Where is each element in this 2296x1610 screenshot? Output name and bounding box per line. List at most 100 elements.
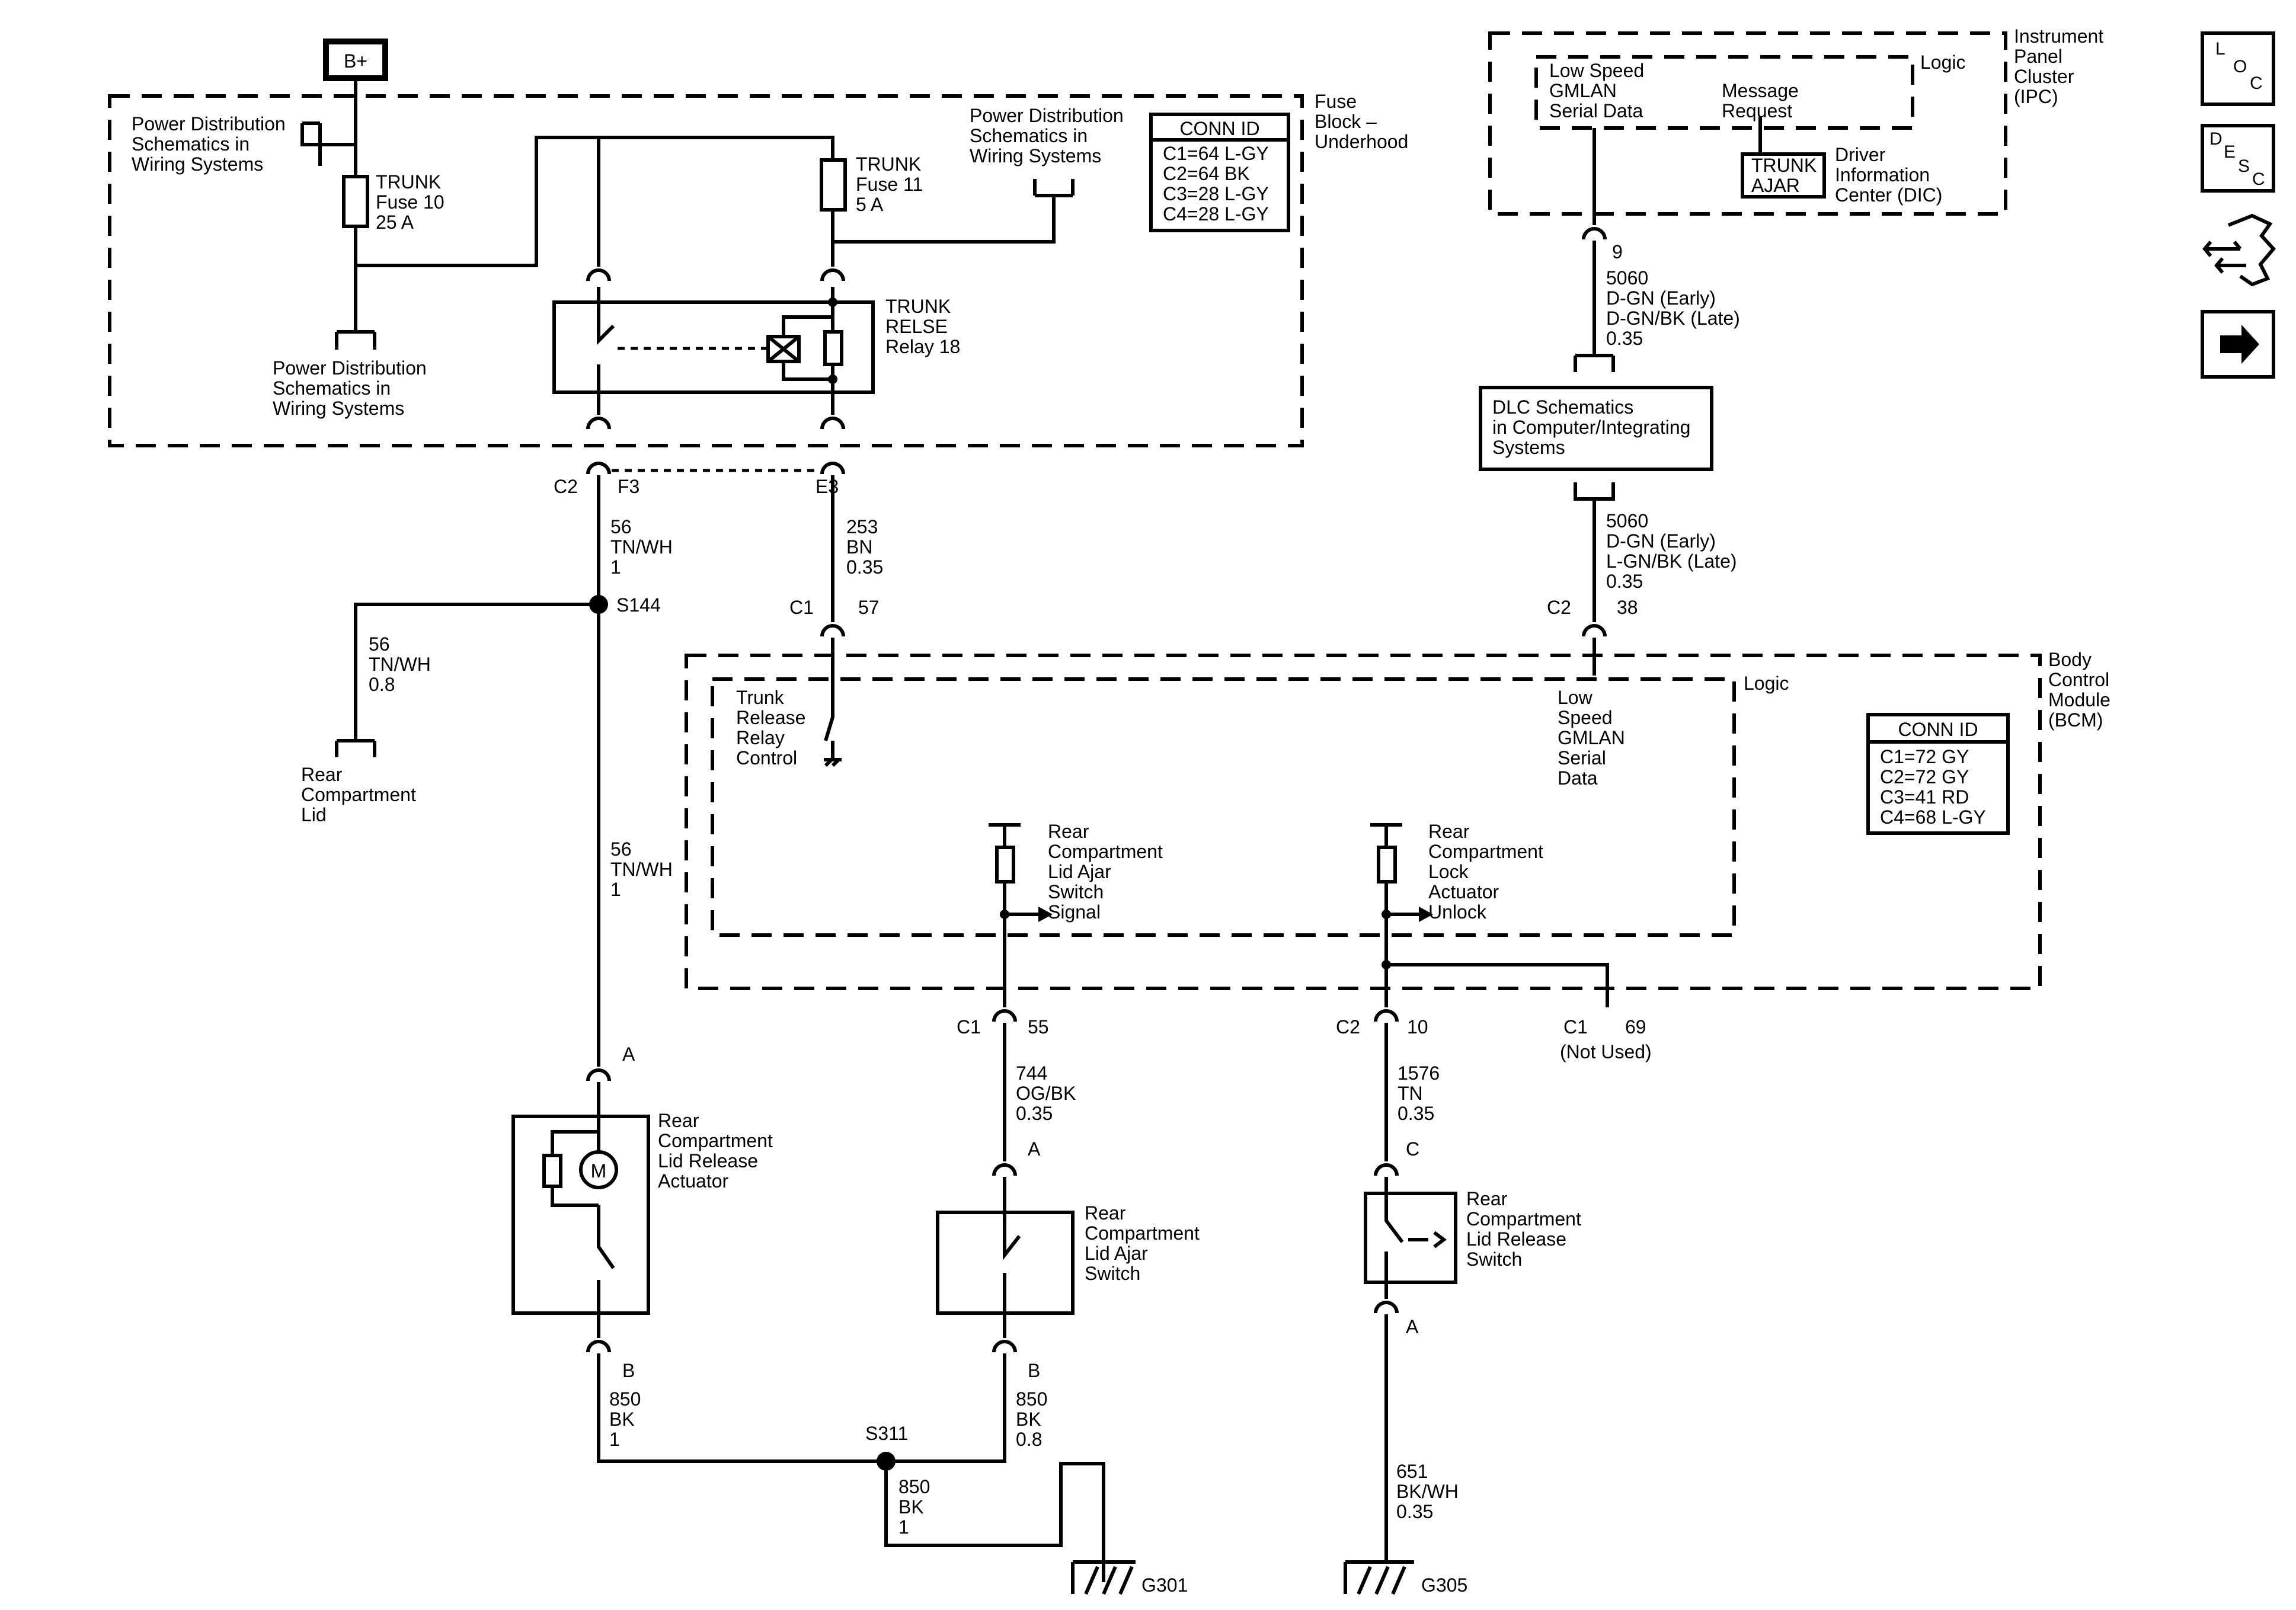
text-line: 5060: [1606, 267, 1648, 289]
svg-text:C1: C1: [1563, 1016, 1588, 1038]
text-line: Underhood: [1315, 131, 1408, 152]
text-line: Rear: [1428, 821, 1470, 842]
text-line: 0.35: [1016, 1103, 1053, 1124]
text-line: Block –: [1315, 111, 1377, 132]
text-line: Compartment: [658, 1130, 773, 1151]
text-line: DLC Schematics: [1492, 396, 1633, 418]
text-line: 744: [1016, 1062, 1047, 1084]
text-line: 5 A: [856, 194, 884, 215]
text-line: Lid Release: [658, 1150, 758, 1172]
text-line: AJAR: [1751, 175, 1800, 196]
svg-text:D: D: [2209, 129, 2223, 149]
text-line: Rear: [301, 764, 343, 785]
dlc-box: [1479, 386, 1713, 471]
text-line: Rear: [1048, 821, 1089, 842]
text-line: TN/WH: [610, 536, 673, 558]
text-line: BK: [609, 1409, 635, 1430]
text-line: Panel: [2014, 46, 2062, 67]
svg-text:A: A: [1406, 1316, 1419, 1337]
text-line: Power Distribution: [970, 105, 1124, 126]
text-line: Unlock: [1428, 901, 1487, 923]
next-arrow-icon[interactable]: [2201, 310, 2275, 379]
svg-text:E: E: [2224, 142, 2236, 162]
location-icon[interactable]: L O C: [2201, 31, 2275, 106]
text-line: in Computer/Integrating: [1492, 417, 1690, 438]
svg-text:55: 55: [1028, 1016, 1049, 1038]
connector-icon[interactable]: [2202, 213, 2276, 287]
text-line: 5060: [1606, 510, 1648, 532]
text-line: 1576: [1398, 1062, 1440, 1084]
text-line: Body: [2048, 649, 2092, 670]
text-line: Control: [2048, 669, 2109, 690]
text-line: Message: [1722, 80, 1799, 101]
fuse-11: [820, 158, 847, 212]
text-line: Compartment: [1428, 841, 1543, 862]
svg-text:B: B: [622, 1360, 635, 1381]
text-line: Rear: [658, 1110, 699, 1131]
text-line: Lid Ajar: [1085, 1243, 1148, 1264]
svg-text:L: L: [2215, 39, 2225, 59]
text-line: Trunk: [736, 687, 785, 708]
svg-text:C: C: [1406, 1138, 1419, 1160]
text-line: Relay 18: [885, 336, 960, 357]
text-line: Switch: [1048, 881, 1104, 902]
text-line: TN: [1398, 1083, 1423, 1104]
text-line: Fuse 10: [376, 191, 445, 213]
svg-text:S311: S311: [865, 1423, 908, 1444]
text-line: Switch: [1466, 1249, 1522, 1270]
text-line: BK: [898, 1496, 924, 1518]
svg-text:O: O: [2233, 57, 2247, 76]
text-line: Serial Data: [1549, 100, 1643, 121]
text-line: L-GN/BK (Late): [1606, 550, 1737, 572]
svg-text:C2: C2: [1336, 1016, 1360, 1038]
text-line: 0.35: [1606, 328, 1643, 349]
svg-text:A: A: [1028, 1138, 1041, 1160]
svg-text:C2: C2: [1547, 597, 1571, 618]
svg-text:Logic: Logic: [1920, 52, 1966, 73]
svg-text:38: 38: [1617, 597, 1638, 618]
text-line: (BCM): [2048, 709, 2103, 731]
svg-text:A: A: [622, 1044, 635, 1065]
svg-text:C: C: [2252, 169, 2265, 189]
text-line: Lock: [1428, 861, 1469, 882]
svg-text:69: 69: [1625, 1016, 1646, 1038]
text-line: 1: [610, 879, 621, 900]
pin-f3: F3: [618, 476, 639, 497]
text-line: 0.35: [1606, 571, 1643, 592]
text-line: TN/WH: [369, 654, 431, 675]
svg-text:M: M: [591, 1160, 607, 1182]
text-line: 56: [610, 516, 632, 537]
text-line: TRUNK: [885, 296, 951, 317]
text-line: BN: [846, 536, 872, 558]
text-line: Schematics in: [970, 125, 1088, 146]
text-line: Release: [736, 707, 805, 728]
text-line: BK/WH: [1396, 1481, 1459, 1502]
text-line: Systems: [1492, 437, 1565, 458]
text-line: Data: [1558, 767, 1598, 789]
text-line: 56: [369, 633, 390, 655]
description-icon[interactable]: D E S C: [2201, 124, 2275, 193]
text-line: C3=28 L-GY: [1163, 183, 1269, 204]
text-line: Compartment: [301, 784, 416, 805]
fuse-10: [342, 175, 369, 228]
rear-lid-release-actuator: [511, 1115, 650, 1315]
svg-text:C1: C1: [789, 597, 814, 618]
text-line: 56: [610, 838, 632, 860]
text-line: BK: [1016, 1409, 1041, 1430]
text-line: Signal: [1048, 901, 1101, 923]
